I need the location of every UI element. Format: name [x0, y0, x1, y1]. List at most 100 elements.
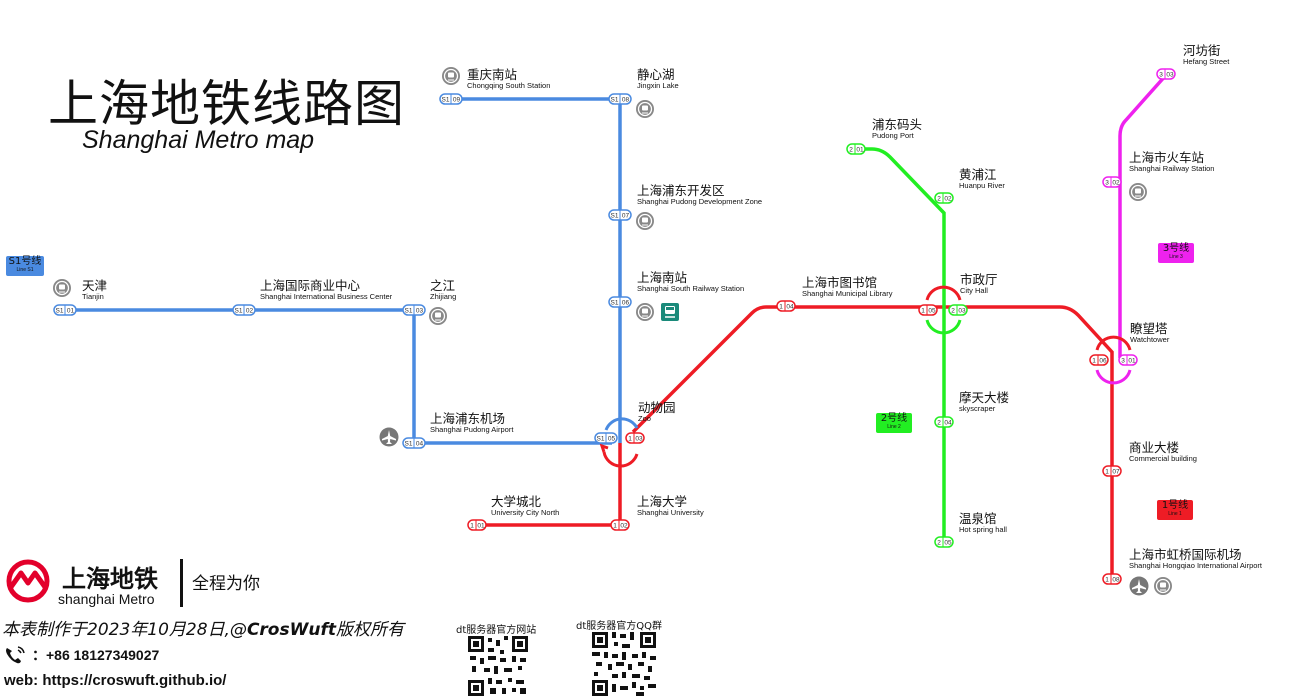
station-name-en-sh_railway: Shanghai Railway Station — [1129, 164, 1214, 173]
railway-station-icon — [429, 307, 447, 325]
station-name-zhijiang: 之江 — [430, 278, 455, 293]
svg-text:3: 3 — [1159, 71, 1163, 78]
svg-text:2: 2 — [937, 195, 941, 202]
svg-text:08: 08 — [622, 96, 630, 103]
qr-group-label: dt服务器官方QQ群 — [576, 621, 663, 632]
interchange-city-hall[interactable] — [925, 285, 962, 335]
svg-text:03: 03 — [635, 435, 643, 442]
station-name-en-sibc: Shanghai International Business Center — [260, 292, 393, 301]
interchange-zoo[interactable] — [599, 417, 639, 468]
svg-text:01: 01 — [67, 307, 75, 314]
station-name-en-pudong_airport: Shanghai Pudong Airport — [430, 425, 514, 434]
railway-station-icon — [53, 279, 71, 297]
svg-text:1: 1 — [1105, 576, 1109, 583]
railway-station-icon — [1129, 183, 1147, 201]
station-name-en-hongqiao: Shanghai Hongqiao International Airport — [1129, 561, 1263, 570]
station-name-sh_railway: 上海市火车站 — [1129, 150, 1204, 165]
railway-station-icon — [636, 303, 654, 321]
station-name-en-pudong_dev: Shanghai Pudong Development Zone — [637, 197, 762, 206]
station-name-en-chongqing_south: Chongqing South Station — [467, 81, 550, 90]
station-name-en-watchtower: Watchtower — [1130, 335, 1170, 344]
svg-text:02: 02 — [1112, 179, 1120, 186]
svg-text:07: 07 — [1112, 468, 1120, 475]
line-3[interactable] — [1118, 72, 1169, 358]
svg-text:2: 2 — [937, 419, 941, 426]
railway-station-icon — [1154, 577, 1172, 595]
qr-code-group-icon[interactable] — [592, 632, 656, 696]
svg-text:05: 05 — [944, 539, 952, 546]
svg-text:S1: S1 — [611, 212, 619, 219]
svg-text:3: 3 — [1105, 179, 1109, 186]
station-name-pudong_dev: 上海浦东开发区 — [637, 183, 725, 198]
station-name-zoo: 动物园 — [638, 400, 676, 415]
station-name-south_railway: 上海南站 — [637, 270, 687, 285]
svg-text:07: 07 — [622, 212, 630, 219]
brand-name-en: shanghai Metro — [58, 591, 155, 607]
station-name-en-hot_spring: Hot spring hall — [959, 525, 1007, 534]
station-name-en-city_hall: City Hall — [960, 286, 988, 295]
station-name-univ_north: 大学城北 — [491, 494, 542, 509]
station-name-en-hefang: Hefang Street — [1183, 57, 1230, 66]
svg-text:S1: S1 — [56, 307, 64, 314]
station-name-hot_spring: 温泉馆 — [959, 511, 997, 526]
svg-text:03: 03 — [416, 307, 424, 314]
svg-text:1: 1 — [1105, 468, 1109, 475]
svg-text:06: 06 — [1099, 357, 1107, 364]
svg-text:04: 04 — [944, 419, 952, 426]
airplane-icon — [379, 427, 399, 447]
qr-code-website-icon[interactable] — [468, 636, 528, 696]
station-name-chongqing_south: 重庆南站 — [467, 67, 517, 82]
station-name-huanpu: 黄浦江 — [959, 167, 997, 182]
svg-text:01: 01 — [856, 146, 864, 153]
railway-station-icon — [636, 212, 654, 230]
brand-name: 上海地铁 — [62, 565, 158, 593]
railway-station-icon — [636, 100, 654, 118]
phone-line: ：+86 18127349027 — [4, 645, 159, 665]
station-name-commercial: 商业大楼 — [1129, 440, 1179, 455]
line-s1[interactable] — [65, 97, 622, 445]
svg-text:09: 09 — [453, 96, 461, 103]
svg-text:S1: S1 — [405, 307, 413, 314]
svg-text:1: 1 — [921, 307, 925, 314]
svg-text:05: 05 — [608, 435, 616, 442]
line-2[interactable] — [856, 147, 946, 543]
brand-block: 上海地铁 shanghai Metro 全程为你 — [6, 557, 306, 609]
svg-text:3: 3 — [1121, 357, 1125, 364]
svg-text:2: 2 — [849, 146, 853, 153]
svg-text:1: 1 — [628, 435, 632, 442]
station-name-watchtower: 瞭望塔 — [1130, 321, 1168, 336]
interchange-watchtower[interactable] — [1095, 335, 1132, 385]
website-link[interactable]: web: https://croswuft.github.io/ — [4, 672, 227, 689]
svg-text:03: 03 — [958, 307, 966, 314]
svg-text:S1: S1 — [611, 96, 619, 103]
svg-text:1: 1 — [1092, 357, 1096, 364]
svg-text:02: 02 — [246, 307, 254, 314]
station-name-en-sh_univ: Shanghai University — [637, 508, 704, 517]
